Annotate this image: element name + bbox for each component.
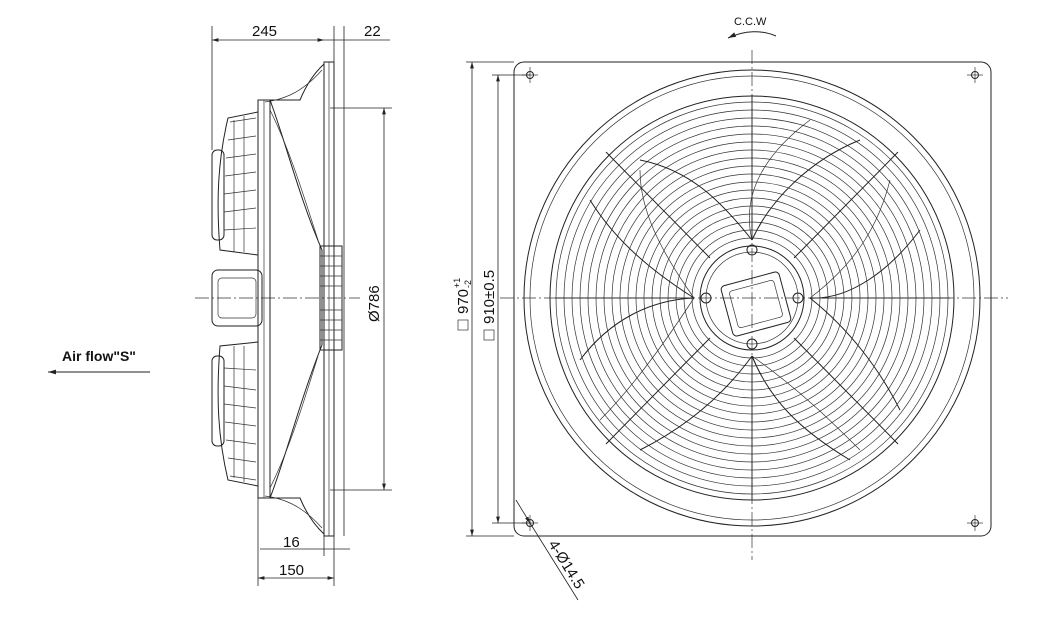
dim-diameter-text: Ø786 [366,285,383,322]
rotation-indicator: C.C.W [727,16,777,39]
dim-bottom-text: 150 [279,562,304,579]
dim-16: 16 [260,534,350,556]
dim-flange-text: 22 [364,23,381,40]
dim-bottom-small-text: 16 [283,534,300,551]
dim-mount-holes: 4-Ø14.5 [515,499,588,601]
airflow-label: Air flow"S" [62,348,136,364]
motor-hub-side [211,269,263,327]
dim-outer-main: 970 [455,289,472,314]
fan-blades [579,119,921,461]
terminal-box [720,271,792,337]
dim-150: 150 [257,498,335,586]
front-view: C.C.W 970 +1 -2 910±0.5 [452,16,1008,601]
shroud-top [260,63,325,101]
dim-depth-text: 245 [252,23,277,40]
guard-grill-side-bottom [211,341,259,487]
dim-mount-holes-text: 4-Ø14.5 [545,537,588,592]
dim-970: 970 +1 -2 [452,61,514,537]
guard-bracket-bottom [211,355,225,447]
dim-outer-sub: -2 [463,280,473,288]
side-view: 245 22 Ø786 16 150 Air flow"S" [48,23,392,586]
guard-bracket-top [211,149,225,241]
dim-hole-spacing: 910±0.5 [481,270,498,324]
dim-910: 910±0.5 [481,74,530,524]
dim-22: 22 [324,23,390,536]
shroud-bottom [260,497,325,535]
dim-786: Ø786 [330,107,392,491]
square-plate [513,61,992,537]
dim-outer-sup: +1 [452,278,462,288]
rotation-label: C.C.W [734,16,767,28]
blade-side-profile [269,99,323,499]
dim-245: 245 [211,23,335,150]
guard-spokes [555,95,950,500]
guard-grill-side-top [211,111,259,256]
motor-rotor-fins [319,245,343,351]
